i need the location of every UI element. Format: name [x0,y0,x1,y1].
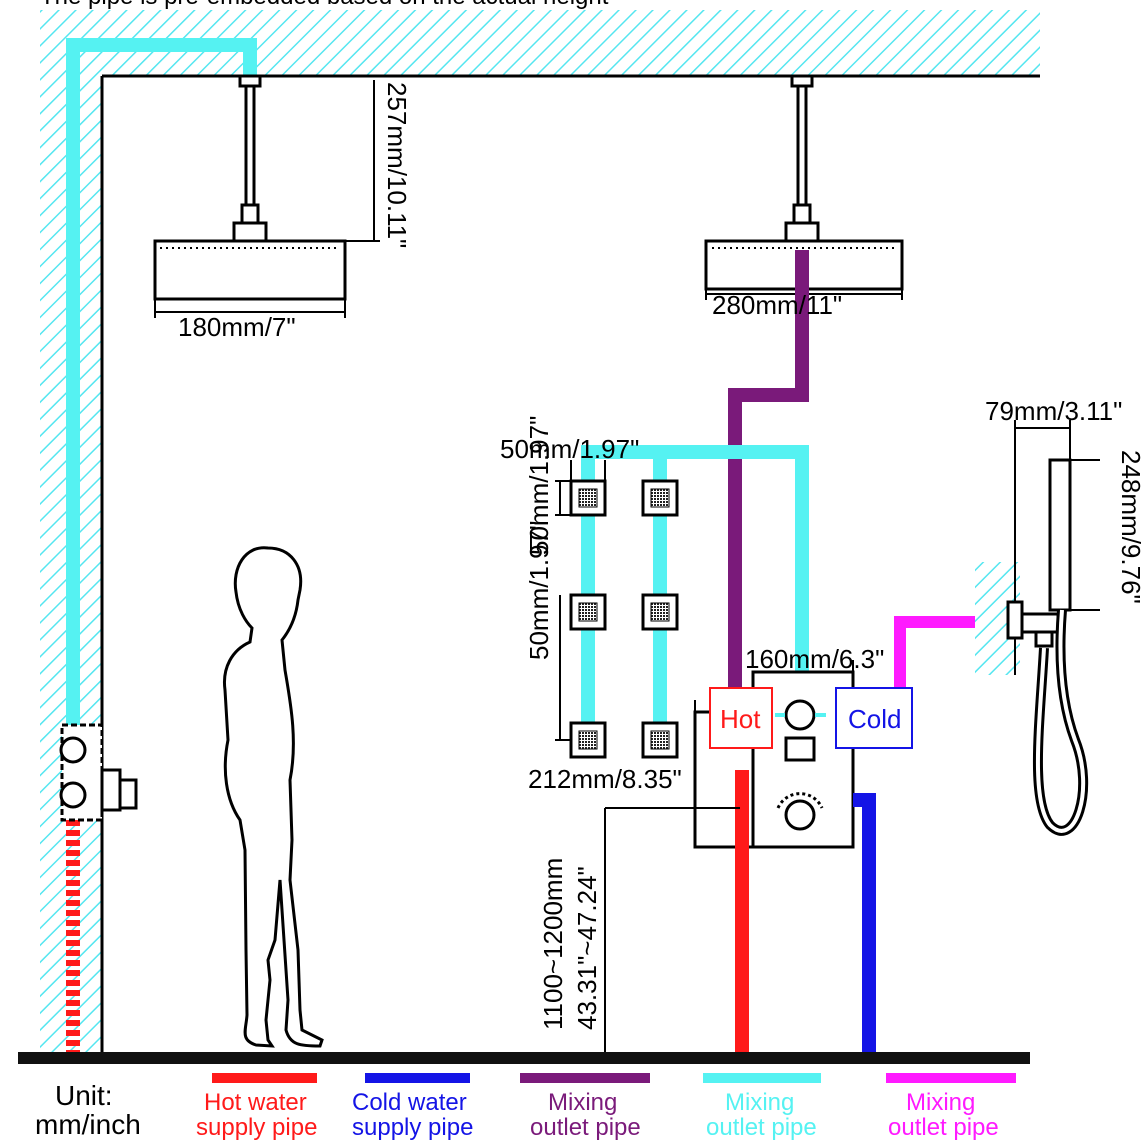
valve-width-label: 160mm/6.3" [745,644,884,674]
dim-height [604,807,740,1052]
legend: Unit: mm/inch Hot water supply pipe Cold… [35,1073,1016,1140]
plate-width-label: 212mm/8.35" [528,764,682,794]
height-mm-label: 1100~1200mm [538,858,568,1030]
floor-line [18,1052,1030,1064]
hot-label: Hot [720,704,761,734]
height-in-label: 43.31"~47.24" [572,866,602,1030]
legend-magenta-line2: outlet pipe [888,1114,999,1140]
cold-label: Cold [848,704,901,734]
legend-swatch-cold [365,1073,470,1083]
legend-cyan-line2: outlet pipe [706,1114,817,1140]
dim-small-head [154,300,346,318]
dim-handheld [1014,420,1100,611]
body-jets [569,479,679,759]
legend-cold-line1: Cold water [352,1089,467,1116]
drop-length-label: 257mm/10.11" [382,82,412,248]
legend-swatch-magenta [886,1073,1016,1083]
legend-cold-line2: supply pipe [352,1114,473,1140]
jet-height-label: 50mm/1.97" [524,521,554,660]
small-head-label: 180mm/7" [178,312,296,342]
person-silhouette [222,546,324,1048]
legend-hot-line2: supply pipe [196,1114,317,1140]
purple-outlet-pipe [728,250,809,712]
cold-label-box [835,687,913,749]
handheld-shower [1006,458,1089,836]
legend-hot-line1: Hot water [204,1089,307,1116]
jet-size-label: 50mm/1.97" [500,434,639,464]
left-rain-shower [153,74,347,301]
dim-jet [555,460,606,741]
legend-swatch-hot [212,1073,317,1083]
hot-label-box [709,687,773,749]
legend-purple-line2: outlet pipe [530,1114,641,1140]
ceiling-feed-pipe [66,38,257,730]
legend-cyan-line1: Mixing [725,1089,794,1116]
unit-label-line2: mm/inch [35,1109,141,1140]
jet-small-label: 50mm/1.97" [524,416,554,555]
legend-magenta-line1: Mixing [906,1089,975,1116]
dim-drop [270,80,380,242]
large-head-label: 280mm/11" [712,290,842,320]
cold-supply-pipe [853,793,876,1052]
top-note: The pipe is pre-embedded based on the ac… [40,0,609,10]
handheld-width-label: 79mm/3.11" [985,396,1122,426]
handheld-length-label: 248mm/9.76" [1116,450,1141,604]
left-diverter-valve [59,723,138,822]
legend-purple-line1: Mixing [548,1089,617,1116]
legend-swatch-cyan [703,1073,821,1083]
legend-swatch-purple [520,1073,650,1083]
unit-label-line1: Unit: [55,1080,113,1111]
